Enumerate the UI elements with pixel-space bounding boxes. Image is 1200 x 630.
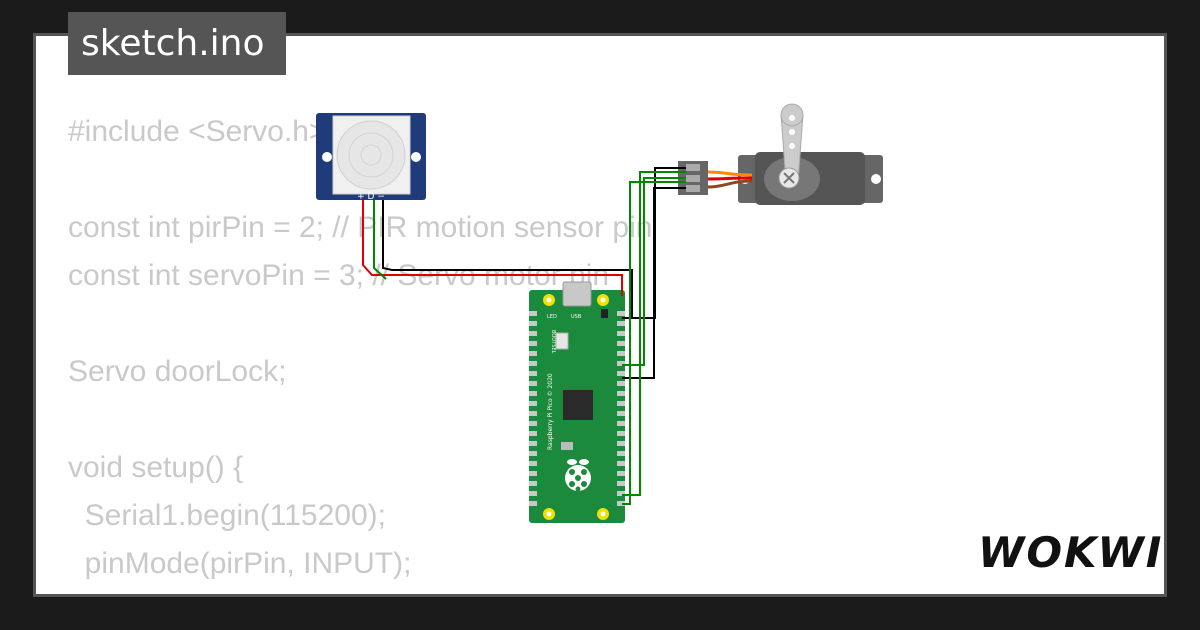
pico-mount-hole-center — [600, 511, 606, 517]
pico-board-text: Raspberry Pi Pico © 2020 — [547, 373, 554, 450]
servo-horn-hole — [789, 129, 795, 135]
servo-connector-pin — [686, 185, 700, 192]
raspberry-pi-pico[interactable]: LED USB BOOTSEL Raspberry Pi Pico © 2020 — [529, 281, 625, 523]
pico-led-label: LED — [547, 314, 557, 320]
pico-right-pins — [617, 311, 625, 506]
pir-lens-ring — [360, 144, 382, 166]
pico-bootsel-label: BOOTSEL — [550, 330, 556, 354]
wokwi-logo[interactable]: WOKWI — [978, 528, 1164, 577]
code-line: pinMode(pirPin, INPUT); — [68, 547, 412, 580]
pico-usb-label: USB — [571, 314, 582, 320]
servo-signal-lead — [707, 170, 753, 177]
pir-lens-ring — [348, 132, 394, 178]
servo-ground-lead — [707, 179, 753, 189]
pir-pin-labels: + D − — [357, 192, 385, 202]
servo-horn-hole — [789, 115, 795, 121]
pico-usb-port — [562, 281, 592, 307]
code-line: const int pirPin = 2; // PIR motion sens… — [68, 211, 653, 244]
servo-power-wire — [622, 177, 686, 366]
code-line: void setup() { — [68, 451, 244, 484]
pico-rp2040-chip — [563, 390, 593, 420]
pico-flash-chip — [561, 442, 573, 450]
pir-sensor[interactable]: + D − — [316, 113, 426, 202]
pir-lens-dome — [336, 120, 406, 190]
pico-bootsel-button[interactable] — [555, 332, 569, 350]
pico-mount-hole-center — [546, 511, 552, 517]
pico-left-pins — [529, 311, 537, 506]
servo-connector-pin — [686, 164, 700, 171]
pico-led — [601, 309, 608, 318]
servo-gnd-wire-2 — [622, 187, 686, 379]
servo-signal-wire — [622, 181, 686, 505]
raspberry-logo-icon — [565, 459, 591, 492]
servo-horn-hole — [789, 143, 795, 149]
servo-connector-pin — [686, 175, 700, 182]
pir-signal-wire — [373, 200, 387, 280]
pico-mount-hole-center — [546, 297, 552, 303]
pir-vcc-wire — [362, 200, 623, 296]
servo-screw-icon — [783, 172, 795, 184]
servo-signal-wire-2 — [622, 171, 686, 496]
pir-mount-hole — [411, 152, 421, 162]
servo-motor[interactable] — [678, 103, 883, 205]
pir-wire-spacer — [373, 200, 628, 272]
code-line: Serial1.begin(115200); — [68, 499, 386, 532]
servo-mount-hole — [871, 174, 881, 184]
sketch-title[interactable]: sketch.ino — [68, 12, 286, 75]
code-background: #include <Servo.h> const int pirPin = 2; … — [68, 108, 653, 594]
code-line: #include <Servo.h> — [68, 115, 327, 148]
code-line: Servo doorLock; — [68, 355, 287, 388]
servo-power-lead — [707, 176, 753, 181]
pico-mount-hole-center — [600, 297, 606, 303]
pir-mount-hole — [322, 152, 332, 162]
code-line: const int servoPin = 3; // Servo motor p… — [68, 259, 610, 292]
wires — [362, 167, 686, 505]
